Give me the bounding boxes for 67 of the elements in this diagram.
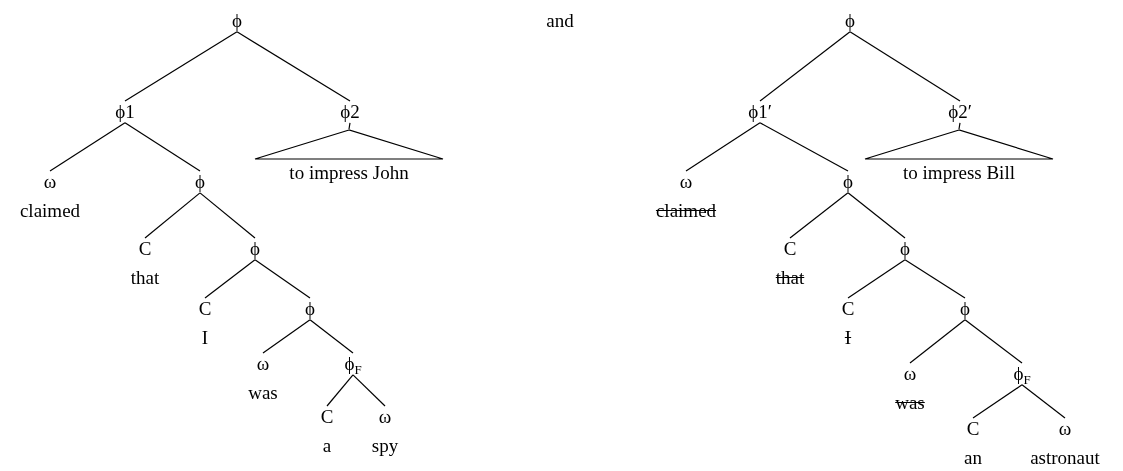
word-label: that (774, 266, 806, 289)
category-label: ϕ (842, 171, 854, 193)
category-label: ϕ$_{F}$ (1012, 363, 1032, 385)
tree-branch (1021, 384, 1066, 419)
tree-branch (958, 122, 961, 130)
category-label: ϕ1′ (747, 101, 773, 123)
tree-branch (972, 384, 1023, 419)
category-label: C (319, 406, 335, 428)
word-label: I (200, 326, 210, 349)
category-label: ω (377, 406, 393, 428)
category-label: C (840, 298, 856, 320)
tree-branch (847, 192, 906, 239)
category-label: ω (255, 353, 271, 375)
category-label: ϕ (304, 298, 316, 320)
tree-branch (326, 374, 354, 407)
tree-branch (124, 122, 201, 172)
word-label: I (843, 326, 853, 349)
category-label: ϕ (844, 10, 856, 32)
tree-branch (847, 259, 906, 299)
word-label: an (963, 446, 983, 469)
category-label: ϕ (231, 10, 243, 32)
category-label: ϕ2′ (947, 101, 973, 123)
phrase-text: to impress Bill (902, 162, 1016, 184)
category-label: ϕ2 (339, 101, 361, 123)
word-label: a (321, 434, 333, 457)
category-label: C (782, 238, 798, 260)
tree-branch (262, 319, 311, 354)
conjunction-text: and (546, 10, 574, 32)
category-label: ϕ (194, 171, 206, 193)
tree-branch (849, 31, 961, 102)
tree-branch (909, 319, 966, 364)
category-label: ω (678, 171, 694, 193)
word-label: that (129, 266, 161, 289)
word-label: was (247, 381, 279, 404)
word-label: claimed (654, 199, 718, 222)
tree-branch (352, 374, 386, 407)
tree-branch (964, 319, 1023, 364)
category-label: C (137, 238, 153, 260)
tree-branch (759, 122, 849, 172)
word-label: astronaut (1029, 446, 1101, 469)
category-label: ϕ (899, 238, 911, 260)
tree-branch (348, 122, 351, 130)
category-label: ω (42, 171, 58, 193)
tree-branch (904, 259, 966, 299)
category-label: ϕ (959, 298, 971, 320)
tree-branch (204, 259, 256, 299)
category-label: ω (902, 363, 918, 385)
tree-branch (124, 31, 238, 102)
category-label: ω (1057, 418, 1073, 440)
tree-branch (309, 319, 354, 354)
tree-branch (254, 259, 311, 299)
tree-branch (49, 122, 126, 172)
tree-branch (236, 31, 351, 102)
word-label: claimed (18, 199, 82, 222)
category-label: C (965, 418, 981, 440)
word-label: was (894, 391, 926, 414)
category-label: ϕ$_{F}$ (343, 353, 363, 375)
category-label: ϕ (249, 238, 261, 260)
tree-branch (759, 31, 851, 102)
category-label: C (197, 298, 213, 320)
category-label: ϕ1 (114, 101, 136, 123)
word-label: spy (370, 434, 400, 457)
tree-branch (199, 192, 256, 239)
phrase-text: to impress John (288, 162, 410, 184)
tree-branch (685, 122, 761, 172)
tree-branch (144, 192, 201, 239)
tree-branch (789, 192, 849, 239)
